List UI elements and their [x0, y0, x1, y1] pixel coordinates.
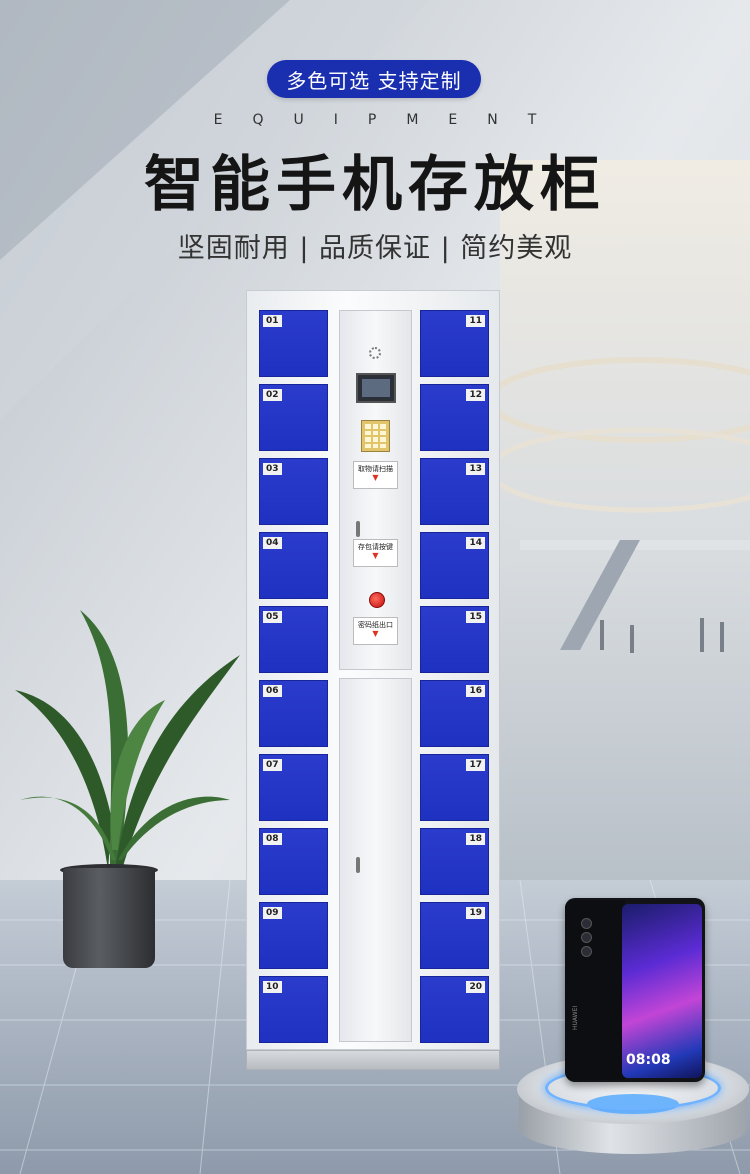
door-number: 12 — [466, 389, 485, 401]
locker-door-02[interactable]: 02 — [259, 384, 328, 451]
locker-door-09[interactable]: 09 — [259, 902, 328, 969]
door-number: 14 — [466, 537, 485, 549]
locker-door-18[interactable]: 18 — [420, 828, 489, 895]
door-number: 19 — [466, 907, 485, 919]
locker-door-03[interactable]: 03 — [259, 458, 328, 525]
red-store-button[interactable] — [369, 592, 385, 608]
camera-icon — [581, 932, 592, 943]
phone-clock: 08:08 — [626, 1052, 671, 1068]
locker-door-17[interactable]: 17 — [420, 754, 489, 821]
arrow-down-icon: ▼ — [372, 473, 379, 482]
camera-icon — [581, 918, 592, 929]
display-screen — [356, 373, 396, 403]
door-number: 02 — [263, 389, 282, 401]
phone-brand: HUAWEI — [572, 1005, 579, 1030]
cabinet-base — [246, 1050, 500, 1070]
locker-door-07[interactable]: 07 — [259, 754, 328, 821]
locker-door-13[interactable]: 13 — [420, 458, 489, 525]
phone-locker-cabinet: 01 02 03 04 05 06 07 08 09 10 11 12 13 1… — [246, 290, 500, 1070]
phone-screen — [622, 904, 702, 1078]
control-panel: 取物请扫描▼ 存包请按键▼ 密码纸出口▼ — [339, 310, 412, 670]
door-number: 07 — [263, 759, 282, 771]
locker-door-12[interactable]: 12 — [420, 384, 489, 451]
camera-icon — [581, 946, 592, 957]
scan-label: 取物请扫描▼ — [353, 461, 398, 489]
door-number: 06 — [263, 685, 282, 697]
locker-door-16[interactable]: 16 — [420, 680, 489, 747]
door-number: 17 — [466, 759, 485, 771]
locker-door-06[interactable]: 06 — [259, 680, 328, 747]
door-number: 09 — [263, 907, 282, 919]
page-subtitle: 坚固耐用 | 品质保证 | 简约美观 — [177, 233, 573, 264]
door-number: 20 — [466, 981, 485, 993]
locker-door-14[interactable]: 14 — [420, 532, 489, 599]
door-number: 18 — [466, 833, 485, 845]
locker-door-05[interactable]: 05 — [259, 606, 328, 673]
arrow-down-icon: ▼ — [372, 551, 379, 560]
code-slip-label: 密码纸出口▼ — [353, 617, 398, 645]
lower-storage-door[interactable] — [339, 678, 412, 1042]
feature-badge: 多色可选 支持定制 — [267, 60, 481, 98]
door-number: 10 — [263, 981, 282, 993]
page-title: 智能手机存放柜 — [144, 150, 606, 220]
smartphone-back — [565, 900, 625, 1080]
locker-door-20[interactable]: 20 — [420, 976, 489, 1043]
locker-door-08[interactable]: 08 — [259, 828, 328, 895]
locker-door-15[interactable]: 15 — [420, 606, 489, 673]
door-number: 11 — [466, 315, 485, 327]
door-number: 15 — [466, 611, 485, 623]
plant-pot — [63, 868, 155, 968]
keypad[interactable] — [361, 420, 390, 452]
door-number: 01 — [263, 315, 282, 327]
store-label: 存包请按键▼ — [353, 539, 398, 567]
arrow-down-icon: ▼ — [372, 629, 379, 638]
door-number: 05 — [263, 611, 282, 623]
door-number: 03 — [263, 463, 282, 475]
door-number: 08 — [263, 833, 282, 845]
locker-door-11[interactable]: 11 — [420, 310, 489, 377]
locker-door-01[interactable]: 01 — [259, 310, 328, 377]
door-number: 13 — [466, 463, 485, 475]
door-number: 04 — [263, 537, 282, 549]
locker-door-10[interactable]: 10 — [259, 976, 328, 1043]
speaker-icon — [369, 347, 381, 359]
locker-door-04[interactable]: 04 — [259, 532, 328, 599]
key-lock-icon[interactable] — [354, 857, 362, 873]
locker-door-19[interactable]: 19 — [420, 902, 489, 969]
door-number: 16 — [466, 685, 485, 697]
kicker-text: EQUIPMENT — [213, 112, 567, 128]
key-lock-icon[interactable] — [354, 521, 362, 537]
